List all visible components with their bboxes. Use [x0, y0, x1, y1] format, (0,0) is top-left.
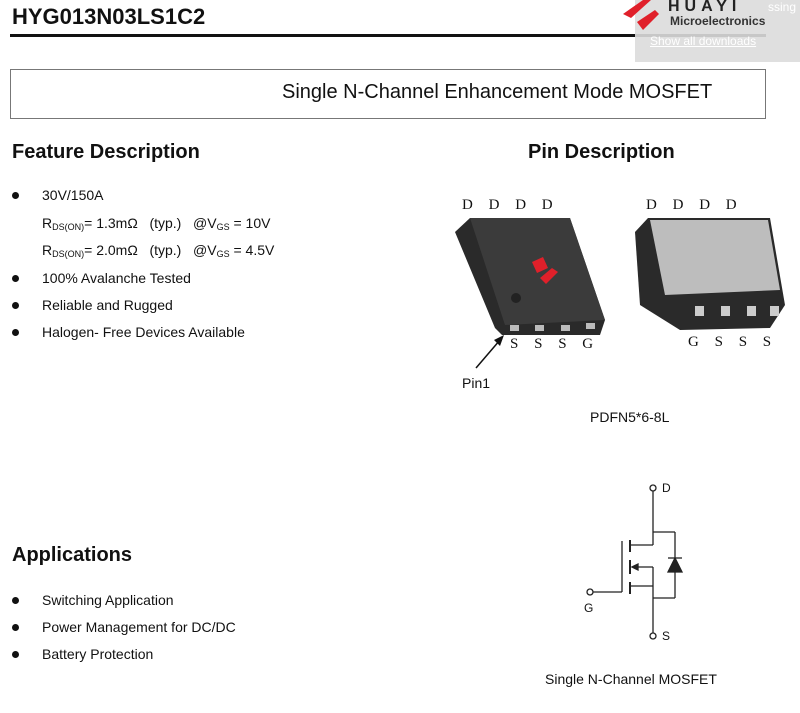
feature-item: 30V/150A [42, 187, 104, 203]
symbol-caption: Single N-Channel MOSFET [545, 671, 717, 687]
bottom-left-pins: S S S G [510, 336, 594, 352]
bullet-icon [12, 192, 19, 199]
gate-label: G [584, 601, 594, 615]
bullet-icon [12, 302, 19, 309]
feature-item: Halogen- Free Devices Available [42, 324, 245, 340]
bullet-icon [12, 329, 19, 336]
feature-heading: Feature Description [12, 141, 200, 163]
bullet-icon [12, 651, 19, 658]
mosfet-symbol-icon [586, 484, 684, 640]
pin1-label: Pin1 [462, 375, 491, 391]
feature-item: Reliable and Rugged [42, 297, 173, 313]
header-rule [10, 34, 766, 37]
show-all-downloads-link[interactable]: Show all downloads [650, 34, 757, 48]
pin-heading: Pin Description [528, 141, 675, 163]
part-number: HYG013N03LS1C2 [12, 4, 206, 29]
top-left-pins: D D D D [462, 197, 553, 213]
applications-heading: Applications [12, 544, 133, 566]
bullet-icon [12, 275, 19, 282]
package-drawing-icon [455, 218, 785, 335]
logo-subtext: Microelectronics [670, 14, 766, 28]
application-item: Power Management for DC/DC [42, 619, 236, 635]
source-label: S [662, 629, 671, 643]
product-type: Single N-Channel Enhancement Mode MOSFET [282, 81, 713, 103]
bullet-icon [12, 624, 19, 631]
feature-item: 100% Avalanche Tested [42, 270, 191, 286]
download-status: ssing [768, 0, 797, 14]
bottom-right-pins: G S S S [688, 334, 772, 350]
application-item: Battery Protection [42, 646, 154, 662]
bullet-icon [12, 597, 19, 604]
logo-text: HUAYI [668, 0, 742, 15]
rdson-line-1: RDS(ON)= 1.3mΩ (typ.) @VGS = 10V [42, 215, 271, 232]
package-name: PDFN5*6-8L [590, 409, 670, 425]
top-right-pins: D D D D [646, 197, 737, 213]
product-type-box [10, 69, 766, 119]
download-popup [635, 0, 800, 62]
drain-label: D [662, 481, 671, 495]
rdson-line-2: RDS(ON)= 2.0mΩ (typ.) @VGS = 4.5V [42, 242, 275, 259]
application-item: Switching Application [42, 592, 174, 608]
pin1-arrow-icon [475, 335, 504, 369]
huayi-logo-icon [623, 0, 659, 30]
